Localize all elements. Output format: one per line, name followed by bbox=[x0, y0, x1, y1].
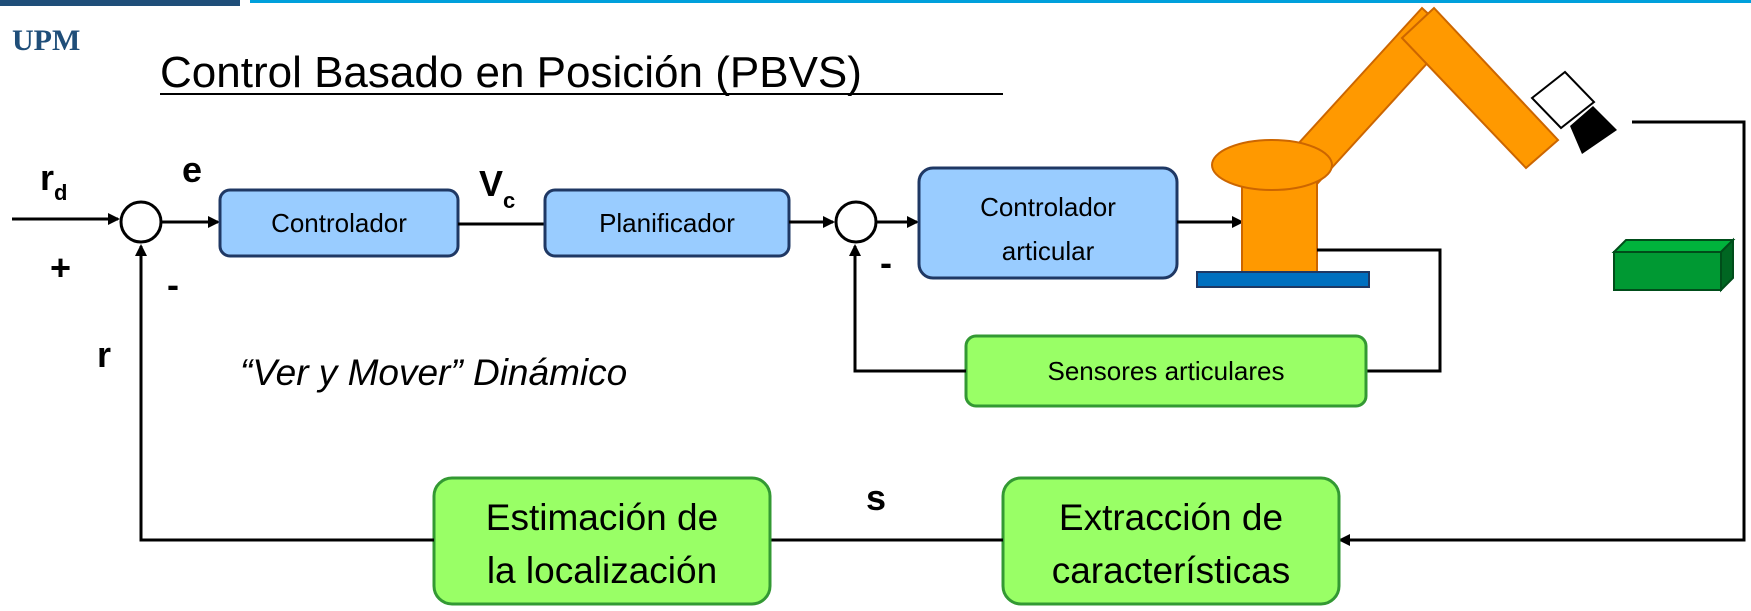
header-strip bbox=[250, 0, 1751, 3]
controlador-label: Controlador bbox=[271, 208, 407, 238]
joint-feedback-line bbox=[1317, 248, 1442, 373]
s-label: s bbox=[866, 477, 886, 518]
r-label: r bbox=[97, 334, 111, 375]
inner-summing-junction bbox=[834, 200, 878, 244]
robot-arm-illustration bbox=[1196, 6, 1560, 288]
vc-label: Vc bbox=[479, 163, 515, 213]
outer-summing-junction bbox=[119, 200, 163, 244]
controlador-articular-label-line2: articular bbox=[1002, 236, 1095, 266]
camera-output-line bbox=[1338, 120, 1746, 546]
header-logo-fragment bbox=[0, 0, 240, 6]
sensores-articulares-label: Sensores articulares bbox=[1048, 356, 1285, 386]
pose-feedback-line bbox=[135, 244, 434, 542]
target-object bbox=[1611, 237, 1736, 293]
camera-icon bbox=[1530, 70, 1617, 154]
estimacion-label-line2: la localización bbox=[487, 550, 717, 591]
joint-feedback-return bbox=[849, 244, 966, 373]
controlador-articular-label: Controlador bbox=[980, 192, 1116, 222]
extraccion-label: Extracción de bbox=[1059, 497, 1283, 538]
plus-sign: + bbox=[50, 247, 71, 288]
rd-label: rd bbox=[40, 157, 67, 205]
extraccion-label-line2: características bbox=[1052, 550, 1291, 591]
estimacion-label: Estimación de bbox=[486, 497, 718, 538]
planificador-label: Planificador bbox=[599, 208, 735, 238]
inner-minus-sign: - bbox=[880, 242, 892, 283]
e-label: e bbox=[182, 149, 202, 190]
page-title: Control Basado en Posición (PBVS) bbox=[160, 48, 862, 97]
caption-text: “Ver y Mover” Dinámico bbox=[240, 352, 627, 393]
logo-text: UPM bbox=[12, 24, 80, 57]
outer-minus-sign: - bbox=[167, 264, 179, 305]
